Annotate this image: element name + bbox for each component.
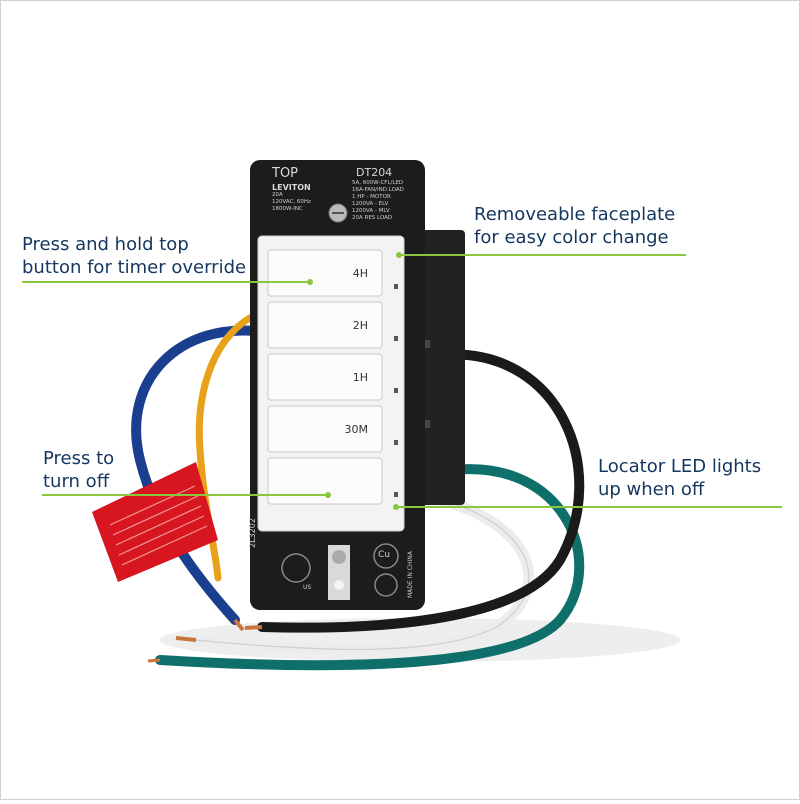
leader-faceplate xyxy=(398,254,686,256)
plate-cu-label: Cu xyxy=(378,550,390,560)
leader-dot-locator-led xyxy=(393,504,399,510)
leader-dot-timer-override xyxy=(307,279,313,285)
plate-side-code: 2L3202 xyxy=(248,518,257,548)
callout-faceplate: Removeable faceplate for easy color chan… xyxy=(474,203,675,249)
timer-button-face[interactable] xyxy=(267,405,383,453)
white-wire-edge xyxy=(194,499,530,650)
locator-led xyxy=(394,388,398,393)
locator-led xyxy=(394,492,398,497)
leader-dot-turn-off xyxy=(325,492,331,498)
ul-mark xyxy=(281,553,311,583)
timer-button-face[interactable] xyxy=(267,301,383,349)
callout-turn-off: Press to turn off xyxy=(43,447,114,493)
copper-tip xyxy=(147,658,161,663)
plate-right-spec-line: 1 HP - MOTOR xyxy=(352,194,391,200)
wires xyxy=(131,308,585,671)
callout-faceplate-text: Removeable faceplate for easy color chan… xyxy=(474,204,676,248)
timer-button-label: 2H xyxy=(353,319,368,332)
plate-right-spec-line: 5A, 600W-CFL/LED xyxy=(352,180,404,186)
leader-locator-led xyxy=(396,506,782,508)
plate-left-spec-line: 120VAC, 60Hz xyxy=(272,199,311,205)
copper-tip xyxy=(175,636,197,642)
timer-button-label: 30M xyxy=(345,423,369,436)
timer-button-label: 1H xyxy=(353,371,368,384)
blue-wire xyxy=(131,325,270,625)
plate-made-in: MADE IN CHINA xyxy=(407,551,414,598)
locator-led xyxy=(394,440,398,445)
plate-left-spec-line: 20A xyxy=(272,192,283,198)
yellow-wire xyxy=(195,308,266,582)
leader-turn-off xyxy=(42,494,330,496)
plate-right-spec-line: 1200VA - MLV xyxy=(352,208,390,214)
timer-button-face[interactable] xyxy=(267,249,383,297)
timer-button-face[interactable] xyxy=(267,457,383,505)
faceplate: 4H 2H 1H 30M xyxy=(257,235,405,532)
warning-tag xyxy=(92,462,218,582)
plate-right-spec-line: 20A RES LOAD xyxy=(352,215,393,221)
plate-right-spec-line: 1200VA - ELV xyxy=(352,201,389,207)
timer-button-label: 4H xyxy=(353,267,368,280)
timer-button[interactable]: 1H xyxy=(267,353,398,401)
callout-timer-override: Press and hold top button for timer over… xyxy=(22,233,246,279)
callout-timer-override-text: Press and hold top button for timer over… xyxy=(22,234,247,278)
plate-brand: LEVITON xyxy=(272,183,311,192)
cu-circle xyxy=(373,543,399,569)
red-tag xyxy=(92,462,218,582)
timer-button[interactable]: 30M xyxy=(267,405,398,453)
approval-circle xyxy=(374,573,398,597)
plate-left-spec-line: 1800W-INC xyxy=(272,206,303,212)
copper-tip xyxy=(244,625,263,630)
black-wire xyxy=(257,349,585,633)
callout-turn-off-text: Press to turn off xyxy=(43,448,115,492)
leader-dot-faceplate xyxy=(396,252,402,258)
green-wire xyxy=(155,464,585,671)
timer-button[interactable]: 2H xyxy=(267,301,398,349)
plate-us-label: US xyxy=(303,584,312,591)
plate-model: DT204 xyxy=(356,166,393,179)
copper-tip xyxy=(233,618,245,632)
callout-locator-led: Locator LED lights up when off xyxy=(598,455,761,501)
leader-timer-override xyxy=(22,281,312,283)
timer-button-face[interactable] xyxy=(267,353,383,401)
locator-led xyxy=(394,336,398,341)
plate-text-top: TOP xyxy=(272,166,299,181)
plate-right-spec-line: 16A-FAN/IND.LOAD xyxy=(352,187,404,193)
timer-button[interactable] xyxy=(267,457,398,505)
callout-locator-led-text: Locator LED lights up when off xyxy=(598,456,762,500)
timer-button[interactable]: 4H xyxy=(267,249,398,297)
locator-led xyxy=(394,284,398,289)
